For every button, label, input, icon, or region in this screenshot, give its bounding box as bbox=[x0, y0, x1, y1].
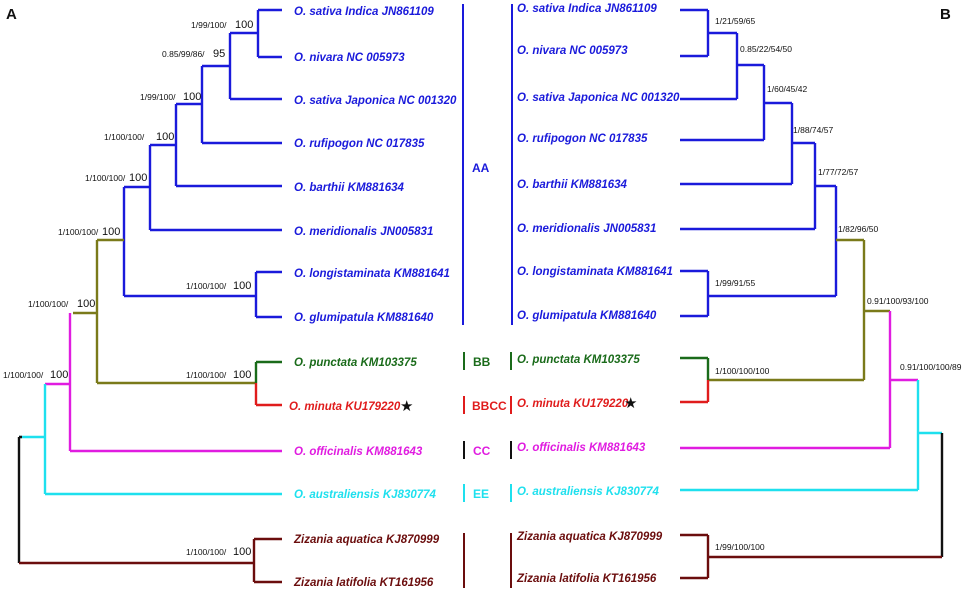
support-b-barthii: 1/88/74/57 bbox=[793, 125, 833, 135]
tree-a-tips: O. sativa Indica JN861109 O. nivara NC 0… bbox=[289, 6, 457, 589]
support-a-barthii: 1/100/100/ bbox=[104, 132, 145, 142]
tip-b-japonica: O. sativa Japonica NC 001320 bbox=[517, 92, 680, 104]
support-b-japonica: 0.85/22/54/50 bbox=[740, 44, 792, 54]
tip-b-indica: O. sativa Indica JN861109 bbox=[517, 3, 657, 15]
tree-b-support-values: 1/21/59/65 0.85/22/54/50 1/60/45/42 1/88… bbox=[715, 16, 962, 552]
panel-label-b: B bbox=[940, 6, 951, 23]
tip-b-punctata: O. punctata KM103375 bbox=[517, 354, 640, 366]
tip-a-longistaminata: O. longistaminata KM881641 bbox=[294, 268, 450, 280]
tip-b-latifolia: Zizania latifolia KT161956 bbox=[516, 573, 657, 585]
support-a-japonica-big: 95 bbox=[213, 48, 225, 60]
tip-b-nivara: O. nivara NC 005973 bbox=[517, 45, 628, 57]
tip-a-australiensis: O. australiensis KJ830774 bbox=[294, 489, 437, 501]
genome-label-cc: CC bbox=[473, 444, 491, 458]
star-icon: ★ bbox=[400, 397, 413, 415]
support-a-zizania-big: 100 bbox=[233, 546, 251, 558]
support-a-punctata-minuta: 1/100/100/ bbox=[186, 370, 227, 380]
genome-label-bbcc: BBCC bbox=[472, 399, 507, 413]
tree-a-branches bbox=[17, 8, 282, 584]
tip-b-aquatica: Zizania aquatica KJ870999 bbox=[516, 531, 663, 543]
tip-b-rufipogon: O. rufipogon NC 017835 bbox=[517, 133, 648, 145]
tip-a-nivara: O. nivara NC 005973 bbox=[294, 52, 405, 64]
support-a-longi-glumi: 1/100/100/ bbox=[186, 281, 227, 291]
tip-a-rufipogon: O. rufipogon NC 017835 bbox=[294, 138, 425, 150]
support-b-indica-nivara: 1/21/59/65 bbox=[715, 16, 755, 26]
genome-label-bb: BB bbox=[473, 355, 491, 369]
support-a-rufipogon-big: 100 bbox=[183, 91, 201, 103]
support-b-punctata-minuta: 1/100/100/100 bbox=[715, 366, 770, 376]
tip-a-officinalis: O. officinalis KM881643 bbox=[294, 446, 423, 458]
tip-a-barthii: O. barthii KM881634 bbox=[294, 182, 405, 194]
tree-a-support-values: 1/99/100/ 100 0.85/99/86/ 95 1/99/100/ 1… bbox=[3, 19, 253, 558]
tip-b-barthii: O. barthii KM881634 bbox=[517, 179, 628, 191]
tip-a-punctata: O. punctata KM103375 bbox=[294, 357, 417, 369]
support-a-japonica: 0.85/99/86/ bbox=[162, 49, 205, 59]
tip-a-latifolia: Zizania latifolia KT161956 bbox=[293, 577, 434, 589]
tip-a-japonica: O. sativa Japonica NC 001320 bbox=[294, 95, 457, 107]
panel-label-a: A bbox=[6, 6, 17, 23]
support-a-aa-clade: 1/100/100/ bbox=[58, 227, 99, 237]
support-b-longi-glumi: 1/99/91/55 bbox=[715, 278, 755, 288]
support-b-zizania: 1/99/100/100 bbox=[715, 542, 765, 552]
tip-a-glumipatula: O. glumipatula KM881640 bbox=[294, 312, 434, 324]
support-b-meridionalis: 1/77/72/57 bbox=[818, 167, 858, 177]
support-b-aa-clade: 1/82/96/50 bbox=[838, 224, 878, 234]
genome-labels: AA BB BBCC CC EE bbox=[472, 161, 507, 501]
tip-b-meridionalis: O. meridionalis JN005831 bbox=[517, 223, 656, 235]
tip-b-australiensis: O. australiensis KJ830774 bbox=[517, 486, 660, 498]
tip-b-minuta: O. minuta KU179220 bbox=[517, 398, 629, 410]
tip-a-minuta: O. minuta KU179220 bbox=[289, 401, 401, 413]
tree-a-aa-branches bbox=[122, 8, 282, 319]
tree-b-branches bbox=[680, 8, 944, 580]
support-a-aa-b-big: 100 bbox=[77, 298, 95, 310]
support-a-punctata-minuta-big: 100 bbox=[233, 369, 251, 381]
support-a-meridionalis: 1/100/100/ bbox=[85, 173, 126, 183]
support-a-rufipogon: 1/99/100/ bbox=[140, 92, 176, 102]
tip-b-officinalis: O. officinalis KM881643 bbox=[517, 442, 646, 454]
support-b-rufipogon: 1/60/45/42 bbox=[767, 84, 807, 94]
support-a-indica-nivara: 1/99/100/ bbox=[191, 20, 227, 30]
support-a-longi-glumi-big: 100 bbox=[233, 280, 251, 292]
genome-label-aa: AA bbox=[472, 161, 490, 175]
support-a-officinalis-big: 100 bbox=[50, 369, 68, 381]
support-a-barthii-big: 100 bbox=[156, 131, 174, 143]
support-a-aa-b: 1/100/100/ bbox=[28, 299, 69, 309]
genome-bars bbox=[462, 4, 513, 588]
genome-label-ee: EE bbox=[473, 487, 489, 501]
tip-a-indica: O. sativa Indica JN861109 bbox=[294, 6, 434, 18]
support-a-meridionalis-big: 100 bbox=[129, 172, 147, 184]
tip-b-glumipatula: O. glumipatula KM881640 bbox=[517, 310, 657, 322]
tree-b-tips: O. sativa Indica JN861109 O. nivara NC 0… bbox=[516, 3, 680, 585]
support-a-officinalis: 1/100/100/ bbox=[3, 370, 44, 380]
tree-b-aa-branches bbox=[680, 8, 838, 318]
tip-b-longistaminata: O. longistaminata KM881641 bbox=[517, 266, 673, 278]
support-b-officinalis: 0.91/100/100/89 bbox=[900, 362, 962, 372]
support-a-zizania: 1/100/100/ bbox=[186, 547, 227, 557]
star-icon: ★ bbox=[624, 394, 637, 412]
support-a-aa-clade-big: 100 bbox=[102, 226, 120, 238]
tip-a-meridionalis: O. meridionalis JN005831 bbox=[294, 226, 433, 238]
support-b-aa-b: 0.91/100/93/100 bbox=[867, 296, 929, 306]
support-a-indica-nivara-big: 100 bbox=[235, 19, 253, 31]
tip-a-aquatica: Zizania aquatica KJ870999 bbox=[293, 534, 440, 546]
